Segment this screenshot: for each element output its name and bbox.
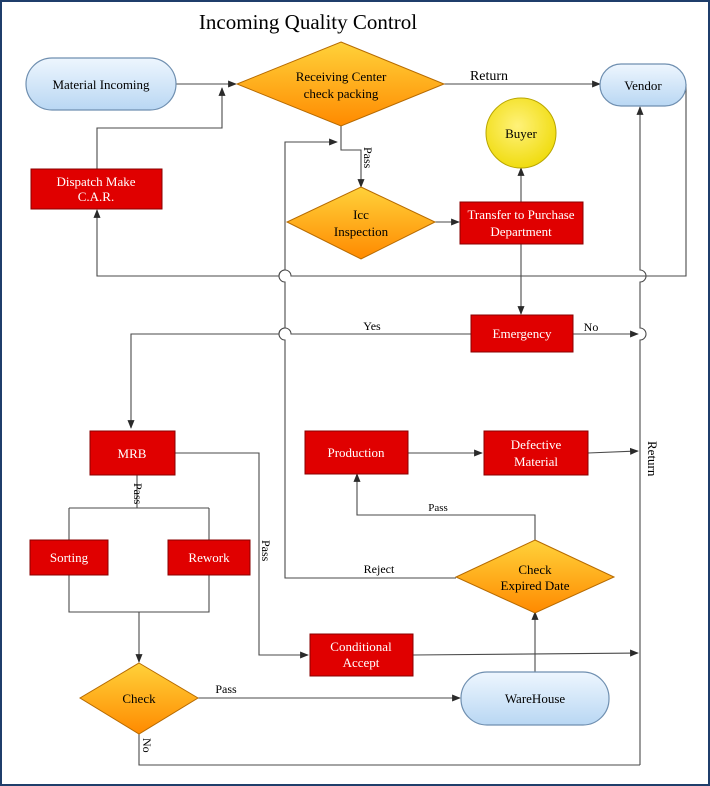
receiving-label-line1: Receiving Center bbox=[296, 69, 387, 84]
check-expired-label-line2: Expired Date bbox=[501, 578, 570, 593]
icc-label-line1: Icc bbox=[353, 207, 369, 222]
transfer-label-line1: Transfer to Purchase bbox=[467, 207, 574, 222]
node-dispatch-car[interactable]: Dispatch Make C.A.R. bbox=[30, 168, 163, 210]
transfer-label-line2: Department bbox=[490, 224, 552, 239]
edge-mrb-to-conditional bbox=[175, 452, 309, 659]
warehouse-label: WareHouse bbox=[505, 691, 566, 706]
node-mrb[interactable]: MRB bbox=[89, 430, 176, 476]
node-rework[interactable]: Rework bbox=[167, 539, 251, 576]
label-no-emergency: No bbox=[584, 320, 599, 334]
label-return-side: Return bbox=[645, 441, 660, 477]
conditional-label-line2: Accept bbox=[343, 655, 380, 670]
edge-check-no-to-return bbox=[138, 734, 640, 766]
check-expired-label-line1: Check bbox=[518, 562, 552, 577]
node-production[interactable]: Production bbox=[304, 430, 409, 475]
label-return-top: Return bbox=[470, 69, 508, 84]
node-conditional-accept[interactable]: Conditional Accept bbox=[309, 633, 414, 677]
emergency-label: Emergency bbox=[493, 326, 552, 341]
label-yes: Yes bbox=[363, 319, 381, 333]
edge-defective-to-return bbox=[587, 447, 639, 455]
node-transfer-purchase[interactable]: Transfer to Purchase Department bbox=[459, 201, 584, 245]
label-pass-expired: Pass bbox=[428, 502, 448, 514]
edge-return-to-vendor bbox=[636, 106, 647, 765]
label-pass-mrb: Pass bbox=[131, 483, 145, 505]
edge-dispatch-to-receiving bbox=[96, 87, 226, 169]
diagram-title: Incoming Quality Control bbox=[199, 10, 417, 34]
node-buyer[interactable]: Buyer bbox=[485, 97, 557, 169]
defective-label-line1: Defective bbox=[511, 437, 562, 452]
label-pass-check: Pass bbox=[215, 682, 237, 696]
production-label: Production bbox=[327, 445, 385, 460]
node-check[interactable]: Check bbox=[79, 662, 199, 735]
node-material-incoming[interactable]: Material Incoming bbox=[25, 57, 177, 111]
edge-emergency-to-mrb bbox=[127, 327, 471, 429]
rework-label: Rework bbox=[188, 550, 230, 565]
defective-label-line2: Material bbox=[514, 454, 558, 469]
mrb-label: MRB bbox=[118, 446, 147, 461]
label-reject: Reject bbox=[364, 562, 395, 576]
node-icc-inspection[interactable]: Icc Inspection bbox=[285, 186, 437, 260]
edge-expired-reject-to-receiving bbox=[278, 138, 456, 579]
label-no-check: No bbox=[140, 738, 154, 753]
buyer-label: Buyer bbox=[505, 126, 537, 141]
node-emergency[interactable]: Emergency bbox=[470, 314, 574, 353]
receiving-label-line2: check packing bbox=[304, 86, 379, 101]
connectors bbox=[68, 80, 687, 766]
dispatch-label-line2: C.A.R. bbox=[78, 189, 114, 204]
vendor-label: Vendor bbox=[624, 78, 662, 93]
label-pass-receiving: Pass bbox=[361, 147, 375, 169]
edge-receiving-to-icc bbox=[340, 125, 365, 188]
dispatch-label-line1: Dispatch Make bbox=[56, 174, 135, 189]
edge-merge bbox=[68, 575, 210, 613]
node-defective-material[interactable]: Defective Material bbox=[483, 430, 589, 476]
edge-conditional-to-return bbox=[412, 649, 639, 657]
edge-expired-to-production bbox=[353, 473, 536, 540]
icc-label-line2: Inspection bbox=[334, 224, 389, 239]
node-vendor[interactable]: Vendor bbox=[599, 63, 687, 107]
edge-labels: Return Pass Yes No Pass Pass Pass Reject… bbox=[131, 69, 660, 753]
node-check-expired-date[interactable]: Check Expired Date bbox=[454, 539, 616, 614]
check-label: Check bbox=[122, 691, 156, 706]
edge-vendor-to-dispatch bbox=[93, 84, 687, 277]
material-incoming-label: Material Incoming bbox=[52, 77, 150, 92]
node-sorting[interactable]: Sorting bbox=[29, 539, 109, 576]
sorting-label: Sorting bbox=[50, 550, 89, 565]
label-pass-conditional: Pass bbox=[259, 540, 273, 562]
node-receiving-center[interactable]: Receiving Center check packing bbox=[235, 41, 446, 127]
conditional-label-line1: Conditional bbox=[330, 639, 392, 654]
node-warehouse[interactable]: WareHouse bbox=[460, 671, 610, 726]
